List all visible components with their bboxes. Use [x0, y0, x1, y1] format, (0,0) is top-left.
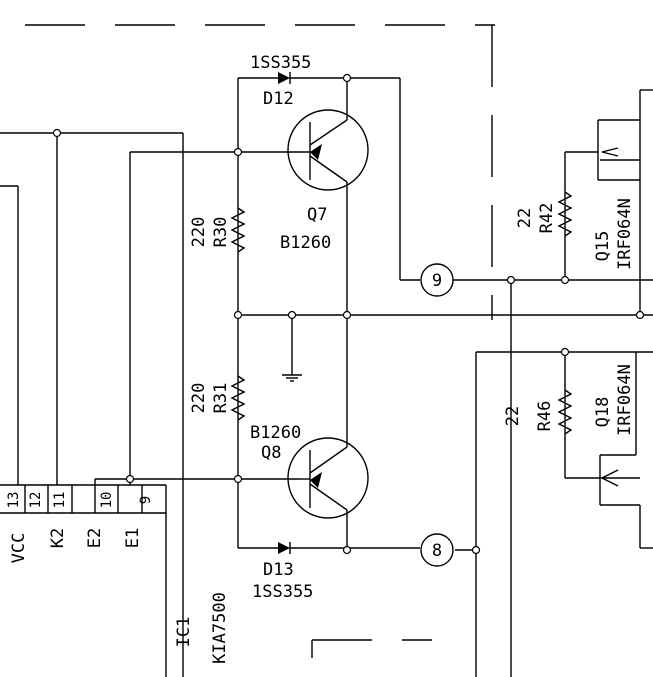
- r31-ref-label: R31: [211, 383, 231, 414]
- q18-ref-label: Q18: [593, 397, 613, 428]
- dashed-enclosure: [25, 24, 495, 658]
- q15-ref-label: Q15: [593, 231, 613, 262]
- ic-pin-number: 11: [52, 492, 68, 509]
- junction-dots: [52, 73, 645, 555]
- connector-8: [420, 533, 454, 567]
- mosfet-q15: [597, 89, 653, 315]
- ic1-ref-label: IC1: [174, 617, 194, 648]
- diode-d12: [278, 72, 291, 84]
- q15-part-label: IRF064N: [615, 198, 635, 270]
- connector-9-label: 9: [432, 271, 442, 291]
- resistor-r31: [230, 375, 246, 421]
- r46-ref-label: R46: [535, 401, 555, 432]
- connector-9: [420, 263, 454, 297]
- ic-pin-name: K2: [48, 528, 68, 548]
- r42-value-label: 22: [515, 208, 535, 228]
- ic-pin-number: 9: [138, 496, 154, 504]
- ic-pin-number: 12: [28, 492, 44, 509]
- d13-part-label: 1SS355: [252, 582, 313, 602]
- q7-ref-label: Q7: [307, 205, 327, 225]
- r30-value-label: 220: [189, 217, 209, 248]
- mosfet-q18: [599, 352, 653, 549]
- ic-pin-number: 13: [6, 492, 22, 509]
- r31-value-label: 220: [189, 383, 209, 414]
- r42-ref-label: R42: [537, 203, 557, 234]
- q7-part-label: B1260: [280, 233, 331, 253]
- q18-part-label: IRF064N: [615, 364, 635, 436]
- ic-pin-name: E1: [123, 528, 143, 548]
- q8-part-label: B1260: [250, 423, 301, 443]
- transistor-q8: [287, 437, 369, 519]
- d13-ref-label: D13: [263, 560, 294, 580]
- d12-part-label: 1SS355: [250, 53, 311, 73]
- r30-ref-label: R30: [211, 217, 231, 248]
- r46-value-label: 22: [503, 406, 523, 426]
- ic-pin-name: E2: [85, 528, 105, 548]
- d12-ref-label: D12: [263, 89, 294, 109]
- ic-pin-name: VCC: [9, 533, 29, 564]
- ic1-part-label: KIA7500: [210, 592, 230, 664]
- ic-pin-number: 10: [99, 492, 115, 509]
- wires-left: [0, 132, 310, 677]
- q8-ref-label: Q8: [261, 443, 281, 463]
- diode-d13: [278, 542, 291, 554]
- ic1-block: [0, 479, 167, 677]
- ground-symbol: [282, 374, 302, 382]
- connector-8-label: 8: [432, 541, 442, 561]
- transistor-q7: [287, 109, 369, 191]
- resistor-r30: [230, 207, 246, 253]
- resistor-r46: [557, 352, 600, 479]
- resistor-r42: [557, 151, 598, 280]
